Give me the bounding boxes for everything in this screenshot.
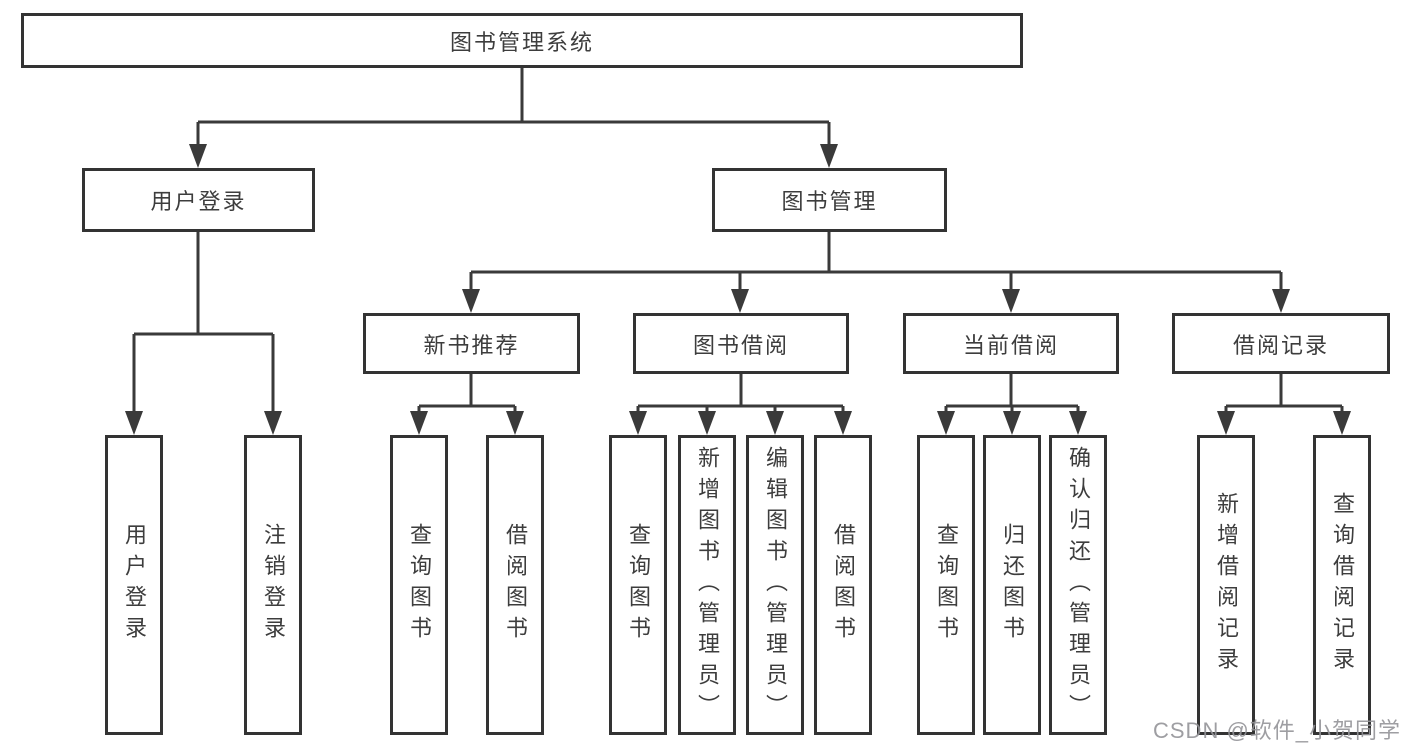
leaf-borrow-books: 借阅图书	[814, 435, 872, 735]
node-label: 新增借阅记录	[1214, 492, 1239, 678]
node-label: 用户登录	[122, 523, 147, 647]
node-label: 图书管理系统	[449, 29, 594, 55]
node-label: 用户登录	[150, 189, 247, 214]
node-current-borrowing: 当前借阅	[903, 313, 1119, 374]
leaf-borrowing-query-books: 查询图书	[609, 435, 667, 735]
leaf-user-login: 用户登录	[105, 435, 163, 735]
leaf-confirm-return-admin: 确认归还（管理员）	[1049, 435, 1107, 735]
node-label: 借阅图书	[831, 523, 856, 647]
node-new-book-recommendation: 新书推荐	[363, 313, 580, 374]
node-borrowing-records: 借阅记录	[1172, 313, 1390, 374]
node-label: 查询借阅记录	[1330, 492, 1355, 678]
node-library-management-system: 图书管理系统	[21, 13, 1023, 68]
node-label: 查询图书	[934, 523, 959, 647]
node-label: 图书借阅	[692, 332, 789, 358]
leaf-recommend-borrow-books: 借阅图书	[486, 435, 544, 735]
node-user-login-module: 用户登录	[82, 168, 315, 232]
node-label: 归还图书	[1000, 523, 1025, 647]
leaf-return-books: 归还图书	[983, 435, 1041, 735]
csdn-watermark: CSDN @软件_小贺同学	[1153, 718, 1402, 743]
arrowheads	[125, 144, 1351, 435]
leaf-add-borrow-record: 新增借阅记录	[1197, 435, 1255, 735]
node-label: 图书管理	[781, 189, 878, 214]
node-label: 编辑图书（管理员）	[763, 445, 788, 725]
node-label: 新书推荐	[423, 332, 520, 358]
node-label: 借阅记录	[1232, 332, 1329, 358]
node-label: 新增图书（管理员）	[695, 445, 720, 725]
leaf-recommend-query-books: 查询图书	[390, 435, 448, 735]
leaf-edit-books-admin: 编辑图书（管理员）	[746, 435, 804, 735]
node-label: 确认归还（管理员）	[1066, 445, 1091, 725]
node-book-borrowing: 图书借阅	[633, 313, 849, 374]
leaf-current-query-books: 查询图书	[917, 435, 975, 735]
node-label: 查询图书	[407, 523, 432, 647]
leaf-query-borrow-record: 查询借阅记录	[1313, 435, 1371, 735]
leaf-add-books-admin: 新增图书（管理员）	[678, 435, 736, 735]
node-label: 当前借阅	[962, 332, 1059, 358]
node-book-management-module: 图书管理	[712, 168, 947, 232]
node-label: 借阅图书	[503, 523, 528, 647]
node-label: 查询图书	[626, 523, 651, 647]
node-label: 注销登录	[261, 523, 286, 647]
leaf-logout: 注销登录	[244, 435, 302, 735]
